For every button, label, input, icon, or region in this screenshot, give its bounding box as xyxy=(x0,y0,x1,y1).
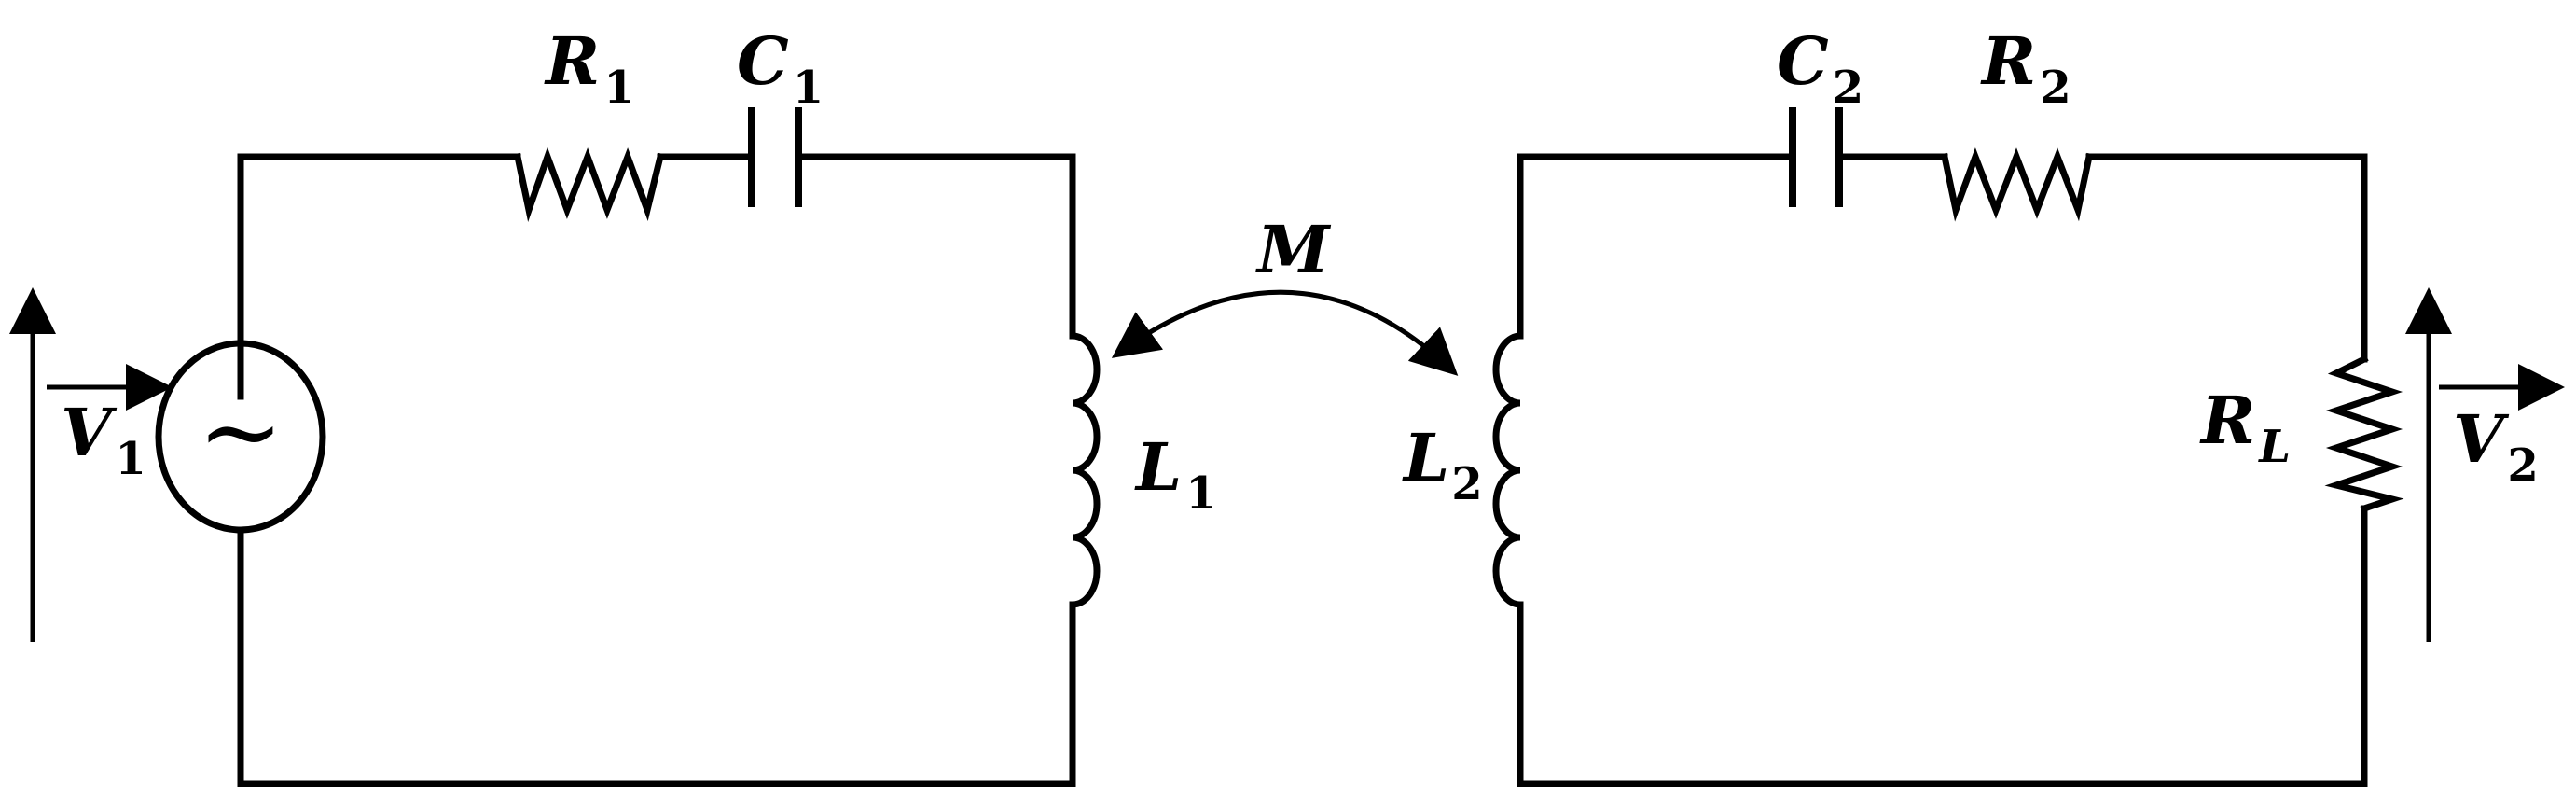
label-l1: L1 xyxy=(1134,428,1217,520)
resistor-zigzag-icon xyxy=(1940,147,2094,222)
secondary-top-left-wire xyxy=(1517,153,1794,340)
load-resistor-zigzag-icon xyxy=(2324,355,2404,513)
label-l2: L2 xyxy=(1402,419,1483,510)
source-tilde-symbol: ~ xyxy=(198,371,284,491)
label-r2: R2 xyxy=(1980,22,2071,114)
label-r1: R1 xyxy=(544,22,635,114)
label-mutual-inductance: M xyxy=(1255,211,1332,288)
label-v1: V1 xyxy=(61,394,146,485)
primary-left-upper-wire xyxy=(237,153,521,400)
secondary-top-right-wire xyxy=(2085,153,2368,363)
capacitor-icon xyxy=(748,107,802,207)
primary-top-right-wire xyxy=(796,153,1076,340)
inductor-coil-icon xyxy=(1069,332,1101,608)
label-v2: V2 xyxy=(2453,400,2539,492)
primary-circuit: ~ xyxy=(155,107,1101,787)
ac-voltage-source-icon: ~ xyxy=(155,340,326,534)
inductor-coil-icon xyxy=(1492,332,1524,608)
double-headed-arrow-icon xyxy=(1111,289,1459,376)
label-c2: C2 xyxy=(1777,22,1863,114)
secondary-circuit xyxy=(1492,107,2404,787)
resistor-zigzag-icon xyxy=(513,146,665,222)
capacitor-icon xyxy=(1789,107,1843,207)
secondary-bottom-wire xyxy=(1517,505,2368,787)
label-c1: C1 xyxy=(737,22,824,114)
label-rl: RL xyxy=(2199,382,2291,473)
primary-bottom-wire xyxy=(237,528,1076,787)
